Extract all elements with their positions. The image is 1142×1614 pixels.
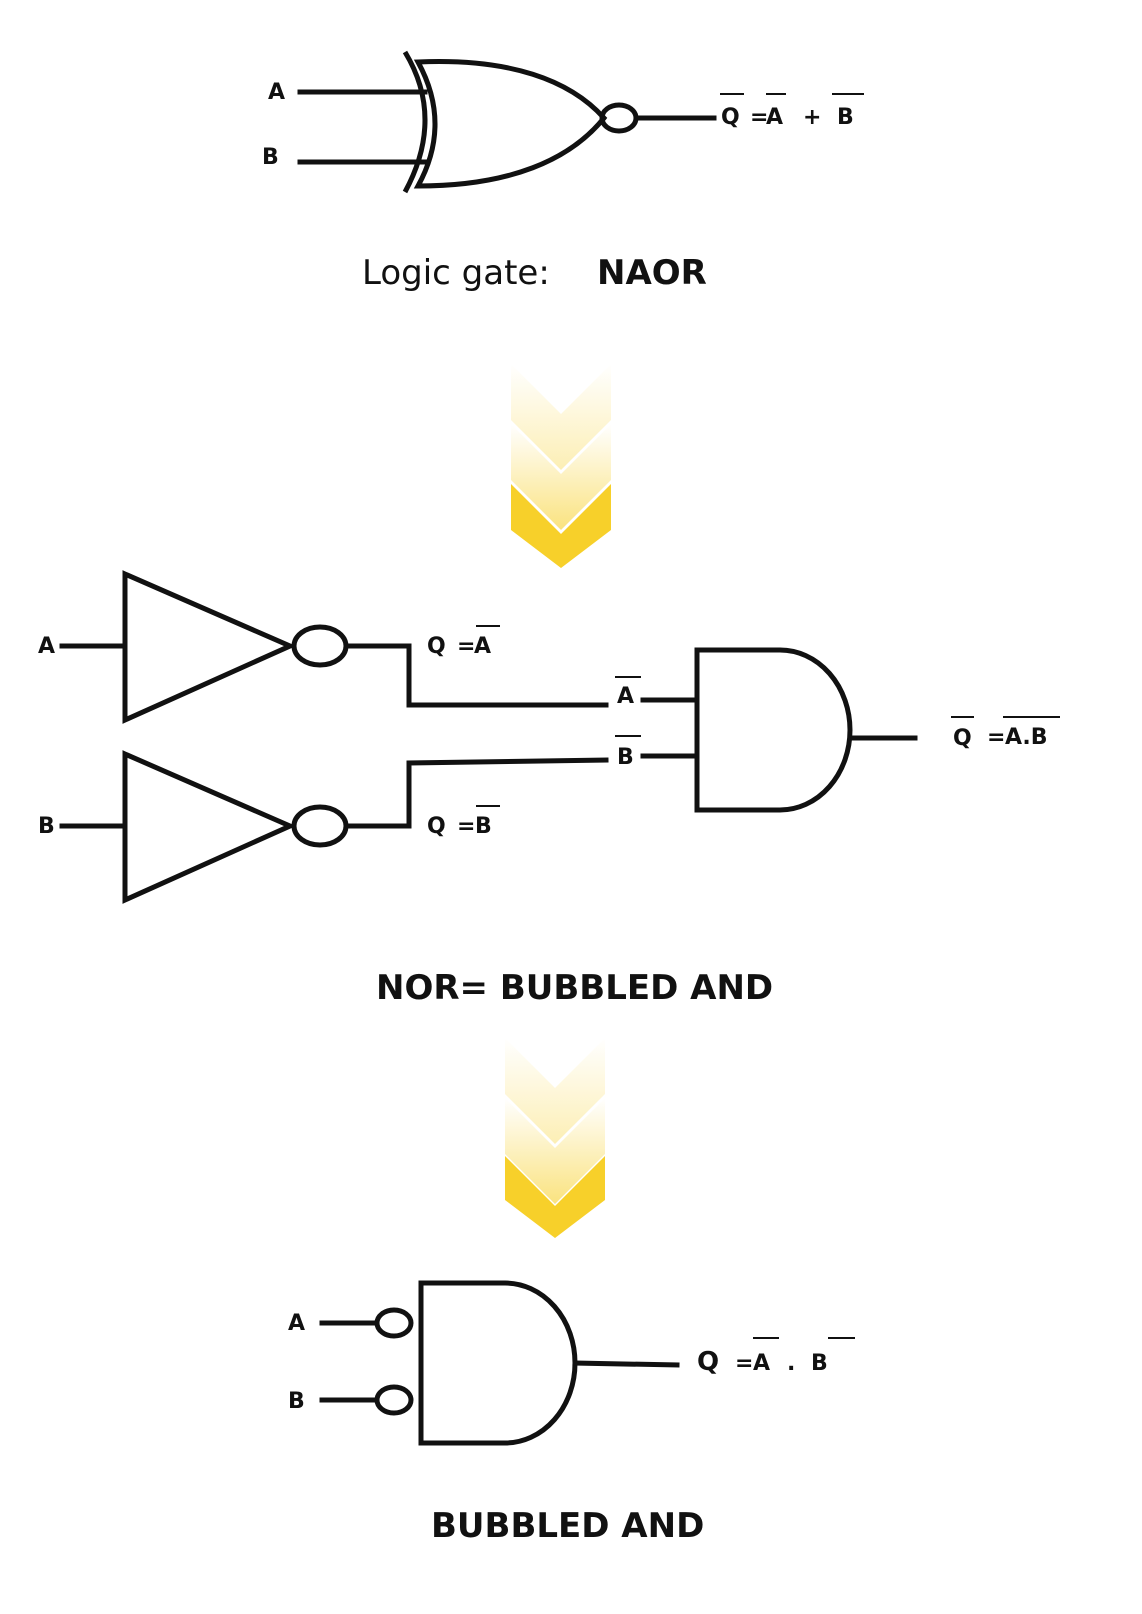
bot-output-wire	[572, 1360, 680, 1368]
bubbled-and-section: A B Q = A . B BUBBLED AND	[288, 1280, 855, 1546]
not-gate-a	[122, 570, 297, 724]
bot-output-a: A	[753, 1351, 770, 1376]
bot-and-gate	[418, 1280, 578, 1446]
not-b-eq: =	[457, 814, 475, 839]
bot-output-b: B	[811, 1351, 828, 1376]
mid-output-expr: A.B	[1005, 725, 1048, 750]
nor-gate-back-curve	[402, 50, 428, 194]
nor-gate-section: A B Q = A + B Logic gate: NAOR	[262, 50, 864, 293]
not-b-value: B	[475, 814, 492, 839]
bot-caption: BUBBLED AND	[431, 1506, 704, 1546]
and-input-a-label: A	[617, 684, 634, 709]
chevron-down-icon	[511, 364, 611, 568]
bot-input-b-label: B	[288, 1389, 305, 1414]
top-input-b-label: B	[262, 145, 279, 170]
mid-wire-notb	[343, 757, 609, 829]
and-input-b-label: B	[617, 745, 634, 770]
not-b-bubble	[291, 804, 349, 848]
bot-output-expression: Q = A . B	[697, 1337, 855, 1377]
chevron-down-icon-2	[505, 1038, 605, 1238]
not-a-bubble	[291, 624, 349, 668]
bot-output-eq: =	[735, 1351, 753, 1376]
not-b-expression: Q = B	[427, 805, 500, 839]
not-a-eq: =	[457, 634, 475, 659]
top-output-expression: Q = A + B	[720, 93, 864, 130]
not-gate-b	[122, 750, 297, 904]
top-output-b: B	[837, 105, 854, 130]
mid-output-eq: =	[987, 725, 1005, 750]
and-gate	[694, 647, 853, 813]
mid-input-a-label: A	[38, 634, 55, 659]
top-input-a-label: A	[268, 80, 285, 105]
bot-bubble-b	[374, 1384, 414, 1416]
top-caption-prefix: Logic gate:	[362, 253, 550, 293]
top-output-q: Q	[721, 105, 740, 130]
top-output-eq: =	[750, 105, 768, 130]
not-a-value: A	[474, 634, 491, 659]
bot-input-a-label: A	[288, 1311, 305, 1336]
mid-output-expression: Q = A.B	[951, 716, 1060, 751]
not-a-expression: Q = A	[427, 625, 500, 659]
top-output-op: +	[803, 105, 821, 130]
mid-caption: NOR= BUBBLED AND	[376, 968, 773, 1008]
bot-output-op: .	[787, 1351, 795, 1376]
top-output-a: A	[766, 105, 783, 130]
bubbled-and-equivalent-section: A B Q = A Q = B A B	[38, 570, 1060, 1008]
mid-output-q: Q	[953, 726, 972, 751]
not-a-q: Q	[427, 634, 446, 659]
bot-output-q: Q	[697, 1347, 719, 1377]
nor-gate-body	[413, 59, 608, 189]
mid-input-b-label: B	[38, 814, 55, 839]
bot-bubble-a	[374, 1307, 414, 1339]
mid-wire-nota	[343, 643, 609, 708]
top-caption-name: NAOR	[597, 253, 707, 293]
not-b-q: Q	[427, 814, 446, 839]
